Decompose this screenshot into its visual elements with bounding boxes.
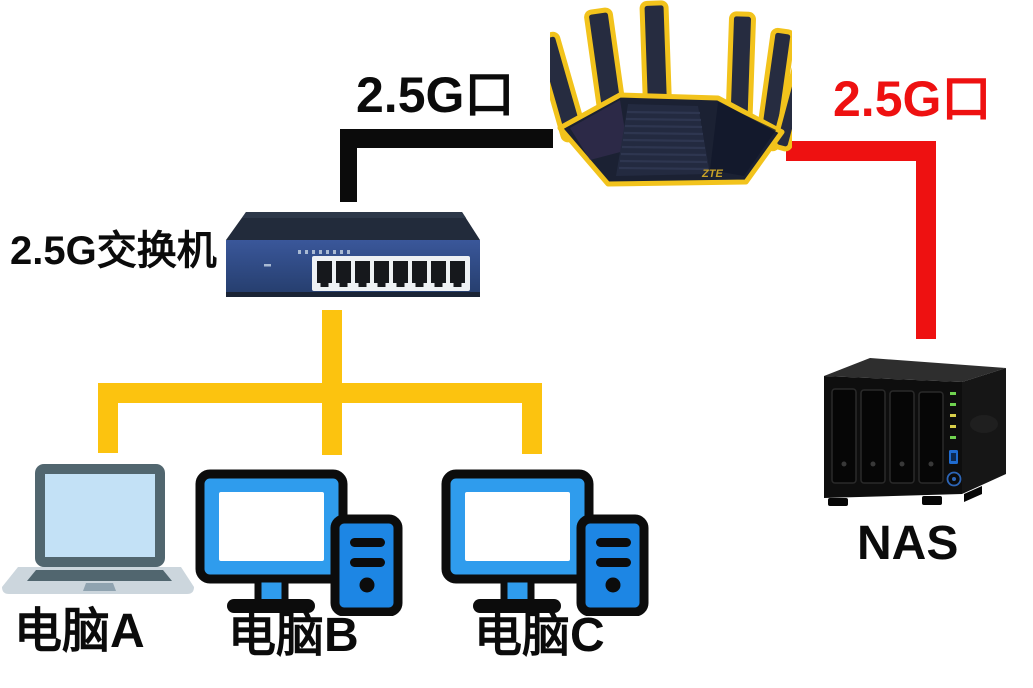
router-node: ZTE <box>550 0 792 200</box>
desktop-screen <box>219 492 324 561</box>
wireless-router-icon: ZTE <box>550 0 792 187</box>
link-switch-pcb-vertical <box>322 310 342 455</box>
link-switch-router-vertical <box>340 129 357 202</box>
router-brand-text: ZTE <box>701 168 723 180</box>
link-switch-router-horizontal <box>340 129 553 148</box>
link-pca-vertical <box>98 383 118 453</box>
link-pcs-horizontal-bus <box>98 383 542 403</box>
nas-uplink-port-label: 2.5G口 <box>833 71 992 127</box>
switch-uplink-port-label: 2.5G口 <box>356 67 515 123</box>
desktop-power-dot <box>605 577 621 593</box>
desktop-stand-base <box>227 599 315 613</box>
network-switch-icon <box>226 212 480 297</box>
laptop-keyboard <box>27 570 172 581</box>
desktop-icon <box>195 469 403 616</box>
switch-ports <box>317 261 465 287</box>
nas-label: NAS <box>857 517 959 570</box>
nas-feet <box>828 486 982 506</box>
pc-c-label: 电脑C <box>474 609 605 662</box>
link-router-nas-vertical <box>916 141 936 339</box>
desktop-power-dot <box>359 577 375 593</box>
switch-label: 2.5G交换机 <box>10 229 217 273</box>
laptop-icon <box>2 464 194 594</box>
switch-port-plate <box>312 256 470 291</box>
nas-node <box>812 346 1017 510</box>
link-router-nas-horizontal <box>786 141 936 161</box>
router-body: ZTE <box>557 92 785 187</box>
nas-top-face <box>824 358 1006 382</box>
pc-b-label: 电脑B <box>228 609 359 662</box>
nas-icon <box>824 358 1006 506</box>
switch-node <box>212 206 492 308</box>
pc-a-label: 电脑A <box>14 605 145 658</box>
laptop-screen <box>45 474 155 557</box>
switch-status-leds <box>264 250 350 267</box>
desktop-screen <box>465 492 570 561</box>
pc-b-node <box>194 468 406 616</box>
laptop-trackpad <box>83 583 116 591</box>
pc-c-node <box>440 468 652 616</box>
desktop-icon <box>441 469 649 616</box>
desktop-stand-base <box>473 599 561 613</box>
pc-a-node <box>2 462 194 606</box>
nas-status-leds <box>950 392 956 439</box>
switch-top-face <box>226 212 480 240</box>
link-pcc-vertical <box>522 383 542 454</box>
nas-drive-bays <box>831 388 944 484</box>
